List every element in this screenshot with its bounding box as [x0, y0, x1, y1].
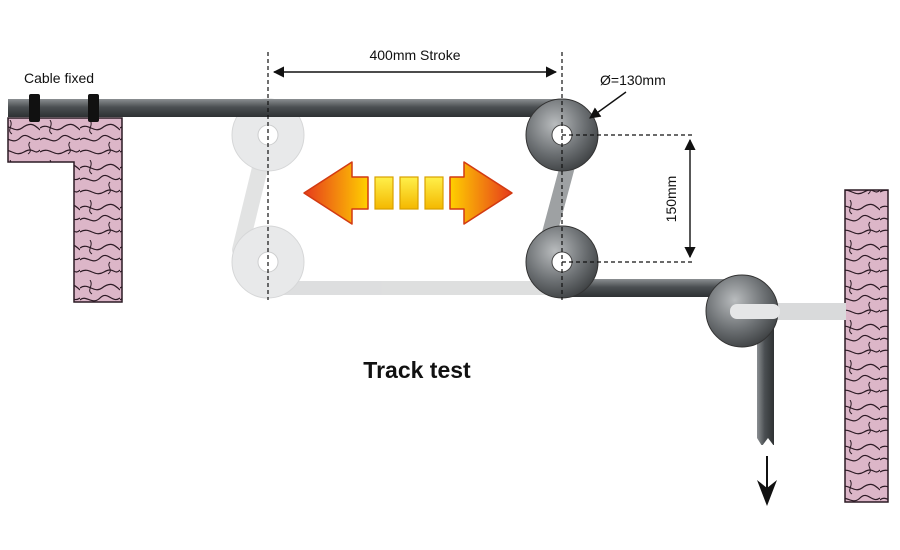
left-fixed-block	[7, 117, 123, 303]
vertical-cable	[757, 311, 774, 445]
pulley-deflection	[705, 274, 780, 348]
cable-clamp-2	[88, 94, 99, 122]
diameter-label: Ø=130mm	[600, 72, 666, 88]
vertical-dimension	[562, 134, 696, 263]
cable-fixed-label: Cable fixed	[24, 70, 94, 86]
cable-clamp-1	[29, 94, 40, 122]
lower-cable	[560, 279, 742, 297]
faded-cable-loop	[231, 98, 560, 299]
diagram-title: Track test	[363, 357, 471, 383]
stroke-label: 400mm Stroke	[369, 47, 460, 63]
double-headed-motion-arrow-icon	[303, 161, 513, 225]
downward-arrow-icon	[757, 456, 777, 506]
top-cable	[8, 99, 563, 117]
vertical-distance-label: 150mm	[663, 176, 679, 223]
right-wall-block	[844, 189, 889, 503]
diameter-leader	[589, 91, 627, 119]
stroke-dimension	[267, 52, 563, 300]
